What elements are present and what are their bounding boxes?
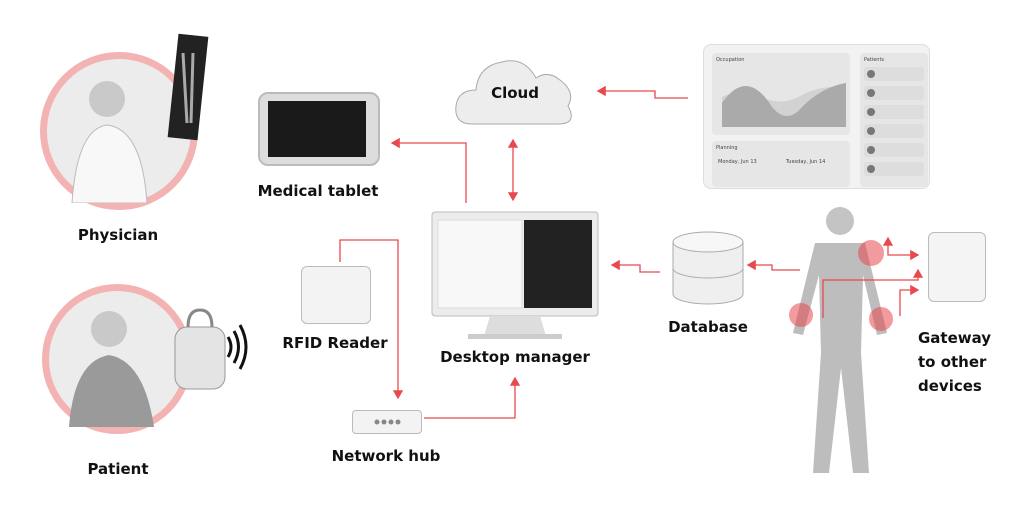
arrow-hub-to-desktop <box>424 376 521 419</box>
patients-title: Patients <box>864 57 885 63</box>
arrow-rfid-to-hub <box>339 239 404 400</box>
gateway-device <box>928 232 986 302</box>
database-label: Database <box>668 318 748 336</box>
physician-label: Physician <box>77 226 159 244</box>
gateway-label: Gateway to other devices <box>918 326 991 398</box>
patient-label: Patient <box>87 460 149 478</box>
rfid-reader <box>301 266 371 324</box>
database-icon <box>672 231 744 305</box>
medical-tablet <box>258 92 380 166</box>
dashboard-screenshot: Occupation Planning Monday, Jun 13 Tuesd… <box>703 44 930 189</box>
x-ray-film-icon <box>167 33 209 141</box>
hub-label: Network hub <box>331 447 441 465</box>
cloud-label: Cloud <box>491 84 539 102</box>
desktop-label: Desktop manager <box>440 348 590 366</box>
occupation-title: Occupation <box>716 57 745 63</box>
desktop-monitor <box>431 211 599 339</box>
occupation-chart <box>722 83 846 127</box>
rfid-label: RFID Reader <box>282 334 388 352</box>
planning-day-1: Monday, Jun 13 <box>718 159 757 165</box>
arrow-dashboard-to-cloud <box>596 85 688 99</box>
arrow-body-gateway-1 <box>882 236 920 261</box>
human-body-figure <box>789 207 893 473</box>
gateway-label-line: to other <box>918 353 987 371</box>
gateway-label-line: Gateway <box>918 329 992 347</box>
arrow-body-gateway-2 <box>899 284 920 316</box>
wearable-device-icon <box>174 308 248 390</box>
planning-day-2: Tuesday, Jun 14 <box>786 159 826 165</box>
arrow-database-to-desktop <box>610 259 660 273</box>
network-hub <box>352 410 422 434</box>
arrow-desktop-to-tablet <box>390 137 467 203</box>
tablet-label: Medical tablet <box>257 182 379 200</box>
planning-title: Planning <box>716 145 738 151</box>
arrow-body-gateway-3 <box>822 268 924 318</box>
gateway-label-line: devices <box>918 377 982 395</box>
arrow-body-to-database <box>746 259 800 271</box>
cloud-icon <box>455 60 572 125</box>
